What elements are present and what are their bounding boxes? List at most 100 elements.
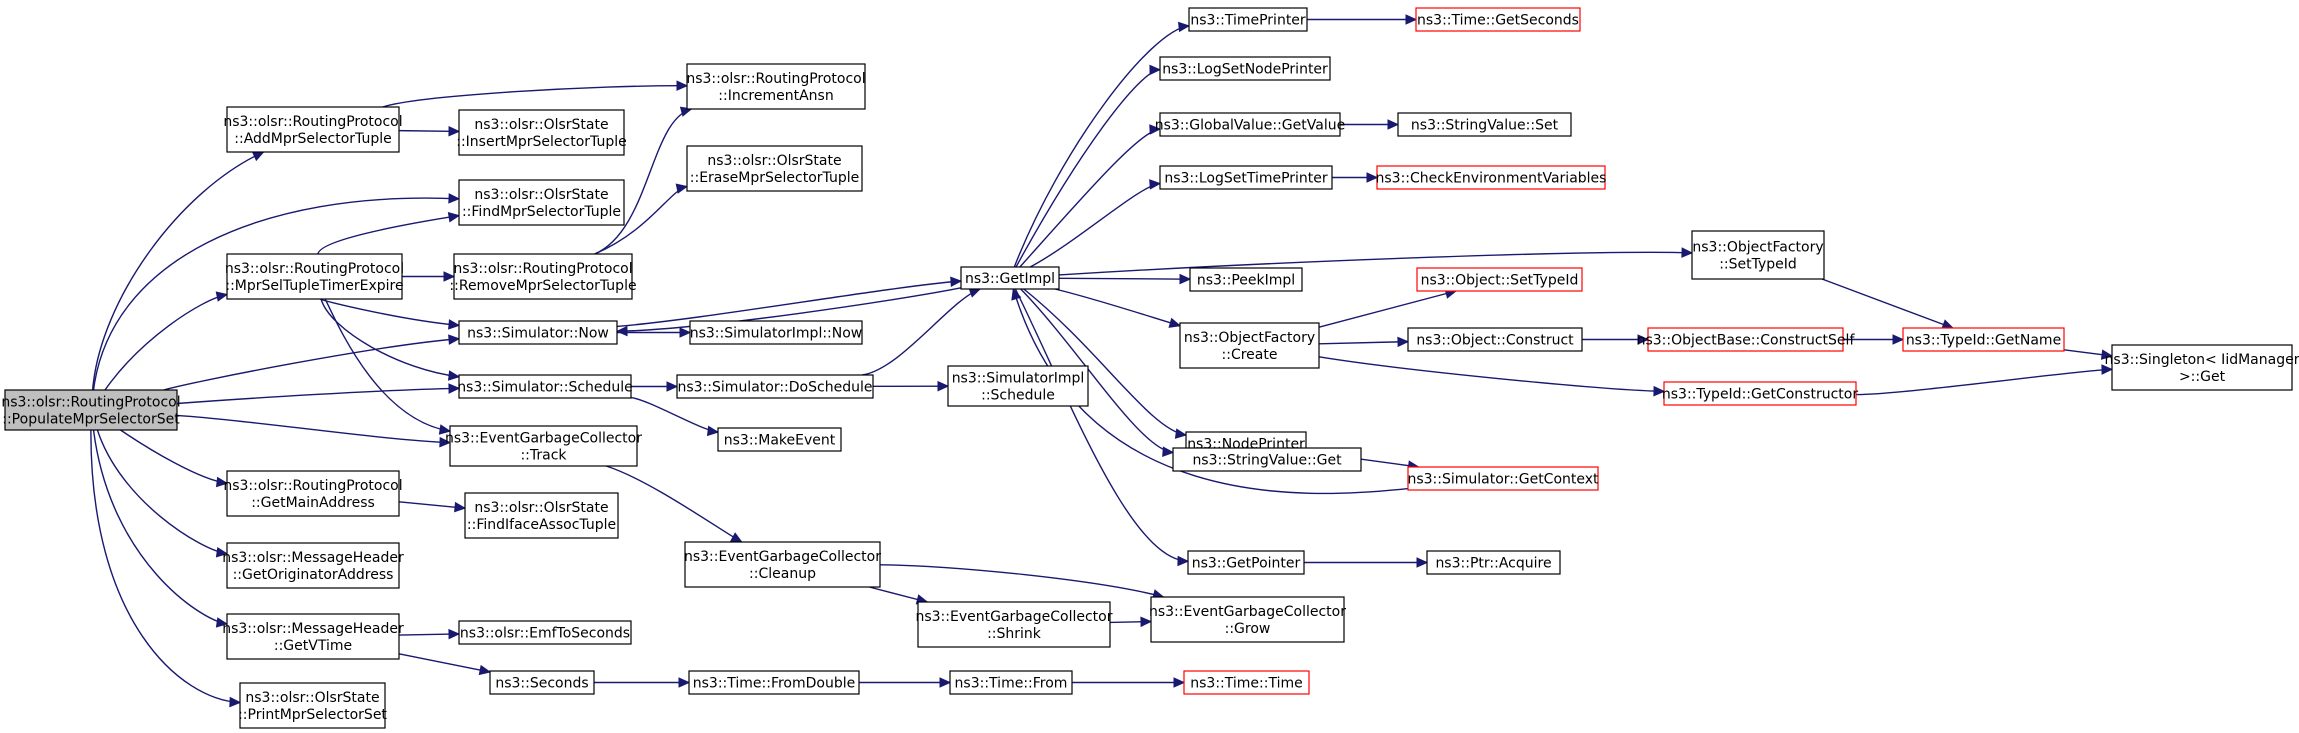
function-node[interactable]: ns3::olsr::RoutingProtocol::RemoveMprSel… <box>449 253 637 300</box>
node-label-line: ::Create <box>1222 347 1278 363</box>
node-box <box>1159 112 1341 137</box>
function-node[interactable]: ns3::TypeId::GetConstructor <box>1662 381 1858 406</box>
call-edge <box>104 291 229 391</box>
function-node[interactable]: ns3::olsr::OlsrState::InsertMprSelectorT… <box>456 109 627 156</box>
function-node[interactable]: ns3::SimulatorImpl::Now <box>689 320 863 345</box>
function-node[interactable]: ns3::olsr::RoutingProtocol::PopulateMprS… <box>1 389 181 431</box>
call-edge <box>1109 616 1153 628</box>
call-edge <box>872 380 950 392</box>
function-node[interactable]: ns3::TimePrinter <box>1188 7 1308 32</box>
node-label-line: ns3::EventGarbageCollector <box>445 431 642 447</box>
arrowhead <box>679 327 692 338</box>
arrowhead <box>1177 21 1191 33</box>
function-node[interactable]: ns3::olsr::EmfToSeconds <box>458 620 632 645</box>
function-node[interactable]: ns3::olsr::OlsrState::EraseMprSelectorTu… <box>686 145 863 192</box>
call-edge <box>1072 677 1186 688</box>
arrowhead <box>2100 349 2114 360</box>
call-edge <box>869 586 929 605</box>
function-node[interactable]: ns3::GlobalValue::GetValue <box>1155 112 1345 137</box>
function-node[interactable]: ns3::GetPointer <box>1187 550 1305 575</box>
node-label-line: ns3::Time::From <box>955 676 1068 692</box>
node-label-line: ::PopulateMprSelectorSet <box>2 412 180 428</box>
function-node[interactable]: ns3::Object::Construct <box>1407 327 1583 352</box>
node-label-line: >::Get <box>2179 369 2226 385</box>
call-edge <box>1821 278 1954 330</box>
function-node[interactable]: ns3::Ptr::Acquire <box>1426 550 1561 575</box>
arrowhead <box>439 436 452 448</box>
function-node[interactable]: ns3::MakeEvent <box>717 427 842 452</box>
arrowhead <box>1168 317 1182 328</box>
node-label-line: ns3::GetImpl <box>965 271 1055 287</box>
function-node[interactable]: ns3::LogSetNodePrinter <box>1159 56 1331 81</box>
node-box <box>1187 550 1305 575</box>
node-box <box>458 320 618 345</box>
node-label-line: ::AddMprSelectorTuple <box>234 131 391 147</box>
call-edge <box>398 628 461 640</box>
arrowhead <box>478 664 492 676</box>
node-box <box>717 427 842 452</box>
node-label-line: ns3::olsr::RoutingProtocol <box>225 261 404 277</box>
node-label-line: ns3::GlobalValue::GetValue <box>1155 118 1345 134</box>
function-node[interactable]: ns3::olsr::RoutingProtocol::AddMprSelect… <box>223 106 403 153</box>
function-node[interactable]: ns3::StringValue::Get <box>1172 447 1362 472</box>
function-node[interactable]: ns3::Simulator::GetContext <box>1407 466 1599 491</box>
function-node[interactable]: ns3::ObjectBase::ConstructSelf <box>1637 327 1856 352</box>
function-node[interactable]: ns3::Object::SetTypeId <box>1416 267 1583 292</box>
function-node[interactable]: ns3::olsr::MessageHeader::GetVTime <box>222 613 404 660</box>
function-node[interactable]: ns3::GetImpl <box>960 266 1060 290</box>
function-node[interactable]: ns3::olsr::OlsrState::FindIfaceAssocTupl… <box>464 492 619 539</box>
function-node[interactable]: ns3::olsr::RoutingProtocol::MprSelTupleT… <box>225 253 404 300</box>
function-node[interactable]: ns3::Time::Time <box>1183 670 1310 695</box>
function-node[interactable]: ns3::EventGarbageCollector::Track <box>445 425 642 467</box>
node-label-line: ns3::olsr::MessageHeader <box>222 550 404 566</box>
node-label-line: ::SetTypeId <box>1719 257 1797 273</box>
node-label-line: ns3::Time::GetSeconds <box>1417 13 1579 29</box>
function-node[interactable]: ns3::olsr::MessageHeader::GetOriginatorA… <box>222 542 404 589</box>
node-label-line: ns3::olsr::RoutingProtocol <box>1 395 180 411</box>
function-node[interactable]: ns3::olsr::OlsrState::PrintMprSelectorSe… <box>238 682 387 729</box>
call-edge <box>402 271 456 282</box>
function-node[interactable]: ns3::LogSetTimePrinter <box>1159 165 1333 190</box>
function-node[interactable]: ns3::olsr::RoutingProtocol::IncrementAns… <box>686 63 866 110</box>
arrowhead <box>1174 428 1188 439</box>
function-node[interactable]: ns3::EventGarbageCollector::Cleanup <box>684 541 881 588</box>
function-node[interactable]: ns3::Time::GetSeconds <box>1415 7 1581 32</box>
function-node[interactable]: ns3::StringValue::Set <box>1397 112 1572 137</box>
edges-layer <box>90 14 2114 708</box>
function-node[interactable]: ns3::ObjectFactory::SetTypeId <box>1691 230 1825 280</box>
call-edge <box>176 383 461 405</box>
function-node[interactable]: ns3::PeekImpl <box>1189 267 1303 292</box>
function-node[interactable]: ns3::CheckEnvironmentVariables <box>1376 165 1607 190</box>
arrowhead <box>939 677 952 688</box>
node-label-line: ::MprSelTupleTimerExpire <box>225 278 403 294</box>
node-label-line: ns3::Simulator::DoSchedule <box>678 380 873 396</box>
call-edge <box>1054 288 1182 328</box>
function-node[interactable]: ns3::ObjectFactory::Create <box>1179 322 1320 369</box>
function-node[interactable]: ns3::Simulator::Schedule <box>457 374 633 399</box>
function-node[interactable]: ns3::TypeId::GetName <box>1902 327 2065 352</box>
node-label-line: ns3::olsr::OlsrState <box>707 153 841 169</box>
arrowhead <box>1149 64 1162 76</box>
node-label-line: ::InsertMprSelectorTuple <box>456 134 627 150</box>
node-box <box>1188 7 1308 32</box>
arrowhead <box>448 126 461 137</box>
function-node[interactable]: ns3::EventGarbageCollector::Grow <box>1149 596 1346 643</box>
function-node[interactable]: ns3::olsr::RoutingProtocol::GetMainAddre… <box>223 470 403 517</box>
node-label-line: ns3::CheckEnvironmentVariables <box>1376 171 1607 187</box>
function-node[interactable]: ns3::SimulatorImpl::Schedule <box>947 365 1089 407</box>
node-label-line: ::IncrementAnsn <box>718 88 833 104</box>
function-node[interactable]: ns3::Singleton< IidManager >::Get <box>2105 344 2299 391</box>
arrowhead <box>1397 336 1410 348</box>
function-node[interactable]: ns3::EventGarbageCollector::Shrink <box>915 601 1113 648</box>
arrowhead <box>1173 677 1186 688</box>
function-node[interactable]: ns3::Time::FromDouble <box>688 670 860 695</box>
function-node[interactable]: ns3::Simulator::DoSchedule <box>676 374 874 399</box>
function-node[interactable]: ns3::Time::From <box>949 670 1073 695</box>
function-node[interactable]: ns3::Seconds <box>489 670 595 695</box>
function-node[interactable]: ns3::Simulator::Now <box>458 320 618 345</box>
function-node[interactable]: ns3::olsr::OlsrState::FindMprSelectorTup… <box>458 179 625 226</box>
node-box <box>917 601 1111 648</box>
arrowhead <box>1387 119 1400 130</box>
call-edge <box>319 298 461 330</box>
arrowhead <box>706 425 720 437</box>
